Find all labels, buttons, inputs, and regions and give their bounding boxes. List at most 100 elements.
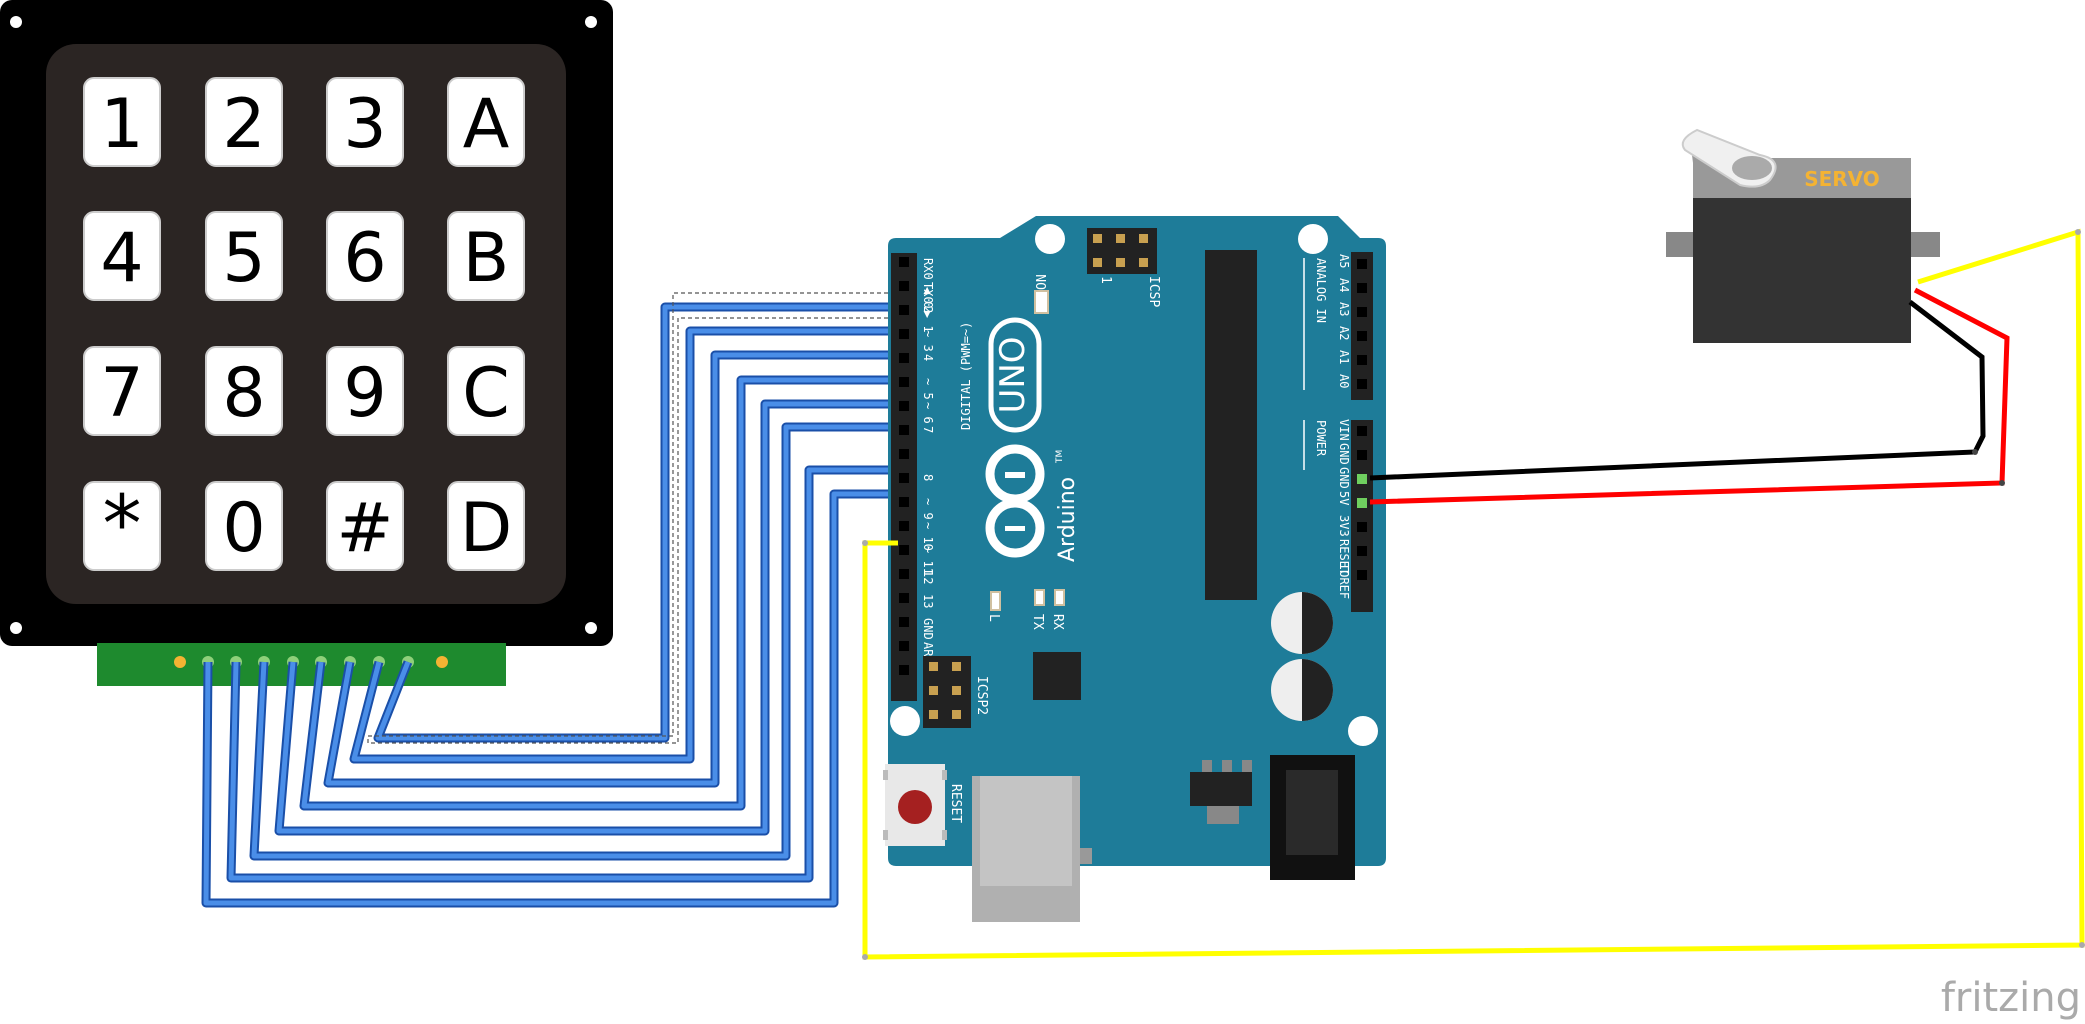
keypad-wire[interactable]	[276, 401, 900, 834]
power-pin-socket[interactable]	[1357, 522, 1367, 532]
keypad-mount-hole	[10, 16, 22, 28]
keypad-key-cap	[447, 77, 525, 167]
digital-pin-socket[interactable]	[899, 353, 909, 363]
digital-pin-label: 13	[921, 594, 935, 608]
power-pin-socket[interactable]	[1357, 450, 1367, 460]
keypad-key[interactable]: 4	[83, 211, 161, 301]
keypad-wire[interactable]	[301, 377, 900, 809]
keypad-key-label: #	[337, 489, 394, 568]
digital-pin-label: 4	[921, 354, 935, 361]
keypad-key[interactable]: 8	[205, 346, 283, 436]
keypad-wire[interactable]	[228, 467, 900, 881]
digital-pin-label: ~ 10	[921, 522, 935, 551]
analog-pin-socket[interactable]	[1357, 259, 1367, 269]
servo-wires[interactable]	[862, 228, 2085, 960]
servo-label: SERVO	[1804, 167, 1880, 191]
keypad-key-label: *	[103, 480, 142, 570]
icsp2-label: ICSP2	[974, 676, 989, 715]
power-pin-socket[interactable]	[1357, 498, 1367, 508]
analog-pin-socket[interactable]	[1357, 283, 1367, 293]
servo-motor[interactable]: SERVO	[1666, 128, 1940, 343]
digital-pin-socket[interactable]	[899, 497, 909, 507]
digital-pin-label: ~ 3	[921, 330, 935, 352]
analog-header-label: ANALOG IN	[1314, 258, 1328, 323]
keypad-key-cap	[205, 346, 283, 436]
keypad-key[interactable]: *	[83, 480, 161, 571]
power-pin-socket[interactable]	[1357, 570, 1367, 580]
digital-pin-socket[interactable]	[899, 377, 909, 387]
servo-signal-wire[interactable]	[862, 228, 2085, 960]
keypad-key-cap	[83, 346, 161, 436]
keypad-key[interactable]: 0	[205, 481, 283, 571]
digital-pin-socket[interactable]	[899, 329, 909, 339]
analog-pin-socket[interactable]	[1357, 379, 1367, 389]
keypad-key[interactable]: C	[447, 346, 525, 436]
servo-gnd-wire[interactable]	[1369, 300, 1986, 481]
digital-pin-socket[interactable]	[899, 401, 909, 411]
analog-pin-label: A3	[1337, 302, 1351, 316]
keypad-wires[interactable]	[201, 302, 905, 908]
digital-pin-socket[interactable]	[899, 545, 909, 555]
analog-pin-socket[interactable]	[1357, 331, 1367, 341]
keypad-key[interactable]: 7	[83, 346, 161, 436]
power-pin-label: IOREF	[1337, 563, 1351, 599]
l-led-label: L	[986, 614, 1001, 622]
keypad-key[interactable]: B	[447, 211, 525, 301]
digital-pin-socket[interactable]	[899, 617, 909, 627]
digital-pin-label: ~ 6	[921, 402, 935, 424]
power-pin-socket[interactable]	[1357, 546, 1367, 556]
keypad-key[interactable]: 9	[326, 346, 404, 436]
analog-pin-socket[interactable]	[1357, 355, 1367, 365]
analog-pin-socket[interactable]	[1357, 307, 1367, 317]
digital-pin-socket[interactable]	[899, 257, 909, 267]
usb-port	[972, 776, 1092, 922]
usb-chip	[1033, 652, 1081, 700]
keypad-key[interactable]: 3	[326, 77, 404, 167]
power-pin-socket[interactable]	[1357, 426, 1367, 436]
digital-pin-socket[interactable]	[899, 521, 909, 531]
on-led	[1034, 290, 1049, 314]
digital-pin-socket[interactable]	[899, 641, 909, 651]
arduino-brand-text: Arduino	[1055, 477, 1080, 562]
digital-pin-socket[interactable]	[899, 281, 909, 291]
power-pin-socket[interactable]	[1357, 474, 1367, 484]
keypad-key[interactable]: 1	[83, 77, 161, 167]
keypad-wire[interactable]	[375, 304, 900, 741]
analog-pin-label: A2	[1337, 326, 1351, 340]
keypad-key[interactable]: 2	[205, 77, 283, 167]
reset-button[interactable]	[883, 764, 947, 846]
digital-pin-socket[interactable]	[899, 425, 909, 435]
digital-pin-label: 7	[921, 426, 935, 433]
keypad-wire[interactable]	[351, 328, 900, 762]
digital-pin-socket[interactable]	[899, 569, 909, 579]
keypad-key-label: 5	[222, 219, 265, 298]
keypad-key[interactable]: D	[447, 481, 525, 571]
digital-pin-socket[interactable]	[899, 449, 909, 459]
digital-pin-socket[interactable]	[899, 305, 909, 315]
arduino-trademark: TM	[1055, 450, 1065, 464]
capacitor	[1271, 659, 1333, 721]
keypad-key[interactable]: A	[447, 77, 525, 167]
power-pin-label: RESET	[1337, 539, 1351, 575]
tx-led-label: TX	[1030, 614, 1045, 630]
keypad-key[interactable]: 6	[326, 211, 404, 301]
keypad-wire[interactable]	[251, 424, 900, 859]
keypad-wire[interactable]	[325, 352, 900, 786]
digital-pin-label: ~ 5	[921, 378, 935, 400]
atmega-chip	[1205, 250, 1257, 600]
servo-5v-wire[interactable]	[1369, 287, 2010, 505]
keypad-key[interactable]: 5	[205, 211, 283, 301]
power-pin-label: 5V	[1337, 491, 1351, 505]
keypad-key[interactable]: #	[326, 481, 404, 571]
digital-pin-socket[interactable]	[899, 473, 909, 483]
digital-pin-socket[interactable]	[899, 593, 909, 603]
analog-pin-label: A5	[1337, 254, 1351, 268]
keypad-wire[interactable]	[203, 491, 900, 906]
keypad-key-cap	[205, 481, 283, 571]
analog-header	[1351, 252, 1373, 400]
rx-led	[1054, 589, 1065, 606]
digital-pin-socket[interactable]	[899, 665, 909, 675]
keypad-key-cap	[205, 211, 283, 301]
